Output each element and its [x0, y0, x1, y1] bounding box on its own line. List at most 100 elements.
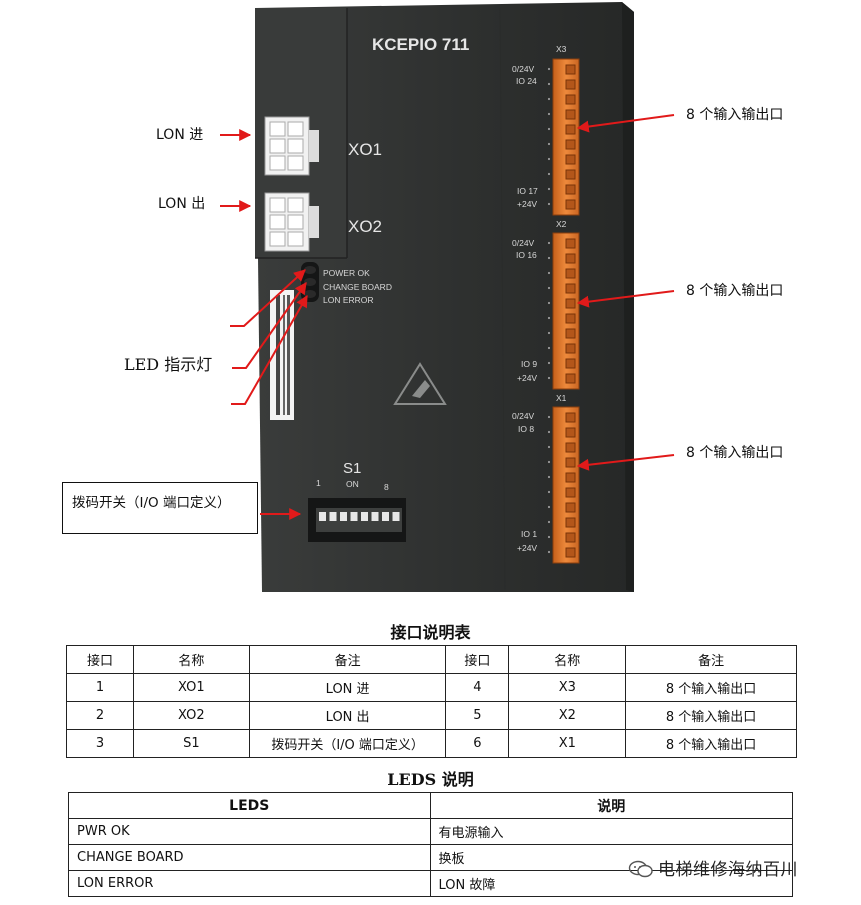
- terminal-dot: [547, 112, 551, 116]
- terminal-pin: [565, 139, 576, 150]
- terminal-pin: [565, 124, 576, 135]
- terminal-dot: [547, 127, 551, 131]
- table-row: CHANGE BOARD 换板: [68, 844, 794, 871]
- table-cell: 换板: [429, 844, 794, 871]
- ports-table: 接口 名称 备注 接口 名称 备注 1 XO1 LON 进 4 X3 8 个输入…: [66, 645, 797, 758]
- dip-key: [319, 512, 326, 521]
- terminal-dot: [547, 460, 551, 464]
- device-model: KCEPIO 711: [372, 35, 469, 54]
- dip-key: [392, 512, 400, 521]
- table-cell: LON ERROR: [68, 870, 431, 897]
- terminal-pin: [565, 64, 576, 75]
- ports-header-note-2: 备注: [625, 645, 797, 674]
- ports-header-row: 接口 名称 备注 接口 名称 备注: [66, 645, 797, 674]
- callout-io-x1: 8 个输入输出口: [686, 445, 784, 461]
- terminal-dot: [547, 415, 551, 419]
- terminal-dot: [547, 286, 551, 290]
- terminal-pin: [565, 283, 576, 294]
- terminal-pin: [565, 547, 576, 558]
- terminal-dot: [547, 535, 551, 539]
- connector-xo2: [264, 192, 319, 252]
- leds-header-row: LEDS 说明: [68, 792, 794, 819]
- table-cell: 8 个输入输出口: [625, 673, 797, 702]
- table-cell: 2: [66, 701, 134, 730]
- terminal-dot: [547, 301, 551, 305]
- terminal-dot: [547, 241, 551, 245]
- terminal-dot: [547, 271, 551, 275]
- terminal-dot: [547, 475, 551, 479]
- table-cell: X2: [508, 701, 627, 730]
- x3-top-label-1: 0/24V: [512, 64, 535, 74]
- terminal-pin: [565, 442, 576, 453]
- xo2-label: XO2: [348, 217, 382, 236]
- callout-led-indicator: LED 指示灯: [124, 355, 213, 374]
- terminal-pin: [565, 253, 576, 264]
- x1-bottom-label-2: +24V: [517, 543, 537, 553]
- ports-header-port: 接口: [66, 645, 134, 674]
- terminal-pin: [565, 487, 576, 498]
- table-cell: LON 出: [248, 701, 447, 730]
- x2-top-label-1: 0/24V: [512, 238, 535, 248]
- table-cell: CHANGE BOARD: [68, 844, 431, 871]
- watermark-text: 电梯维修海纳百川: [658, 860, 798, 880]
- x1-header: X1: [556, 393, 567, 403]
- terminal-dot: [547, 187, 551, 191]
- terminal-pin: [565, 154, 576, 165]
- table-cell: 拨码开关（I/O 端口定义）: [248, 729, 447, 758]
- ports-header-name: 名称: [132, 645, 250, 674]
- terminal-pin: [565, 328, 576, 339]
- terminal-dot: [547, 505, 551, 509]
- x2-bottom-label-1: IO 9: [521, 359, 537, 369]
- wechat-icon: [628, 860, 653, 878]
- xo1-label: XO1: [348, 140, 382, 159]
- dip-switch-keys: [319, 512, 400, 521]
- esd-warning-icon: [393, 362, 447, 405]
- terminal-dot: [547, 346, 551, 350]
- ports-header-port-2: 接口: [445, 645, 510, 674]
- terminal-pin: [565, 502, 576, 513]
- x2-bottom-label-2: +24V: [517, 373, 537, 383]
- table-cell: X3: [508, 673, 627, 702]
- terminal-dot: [547, 202, 551, 206]
- terminal-dot: [547, 550, 551, 554]
- x3-bottom-label-2: +24V: [517, 199, 537, 209]
- terminal-dot: [547, 490, 551, 494]
- table-row: 2 XO2 LON 出 5 X2 8 个输入输出口: [66, 701, 797, 730]
- table-cell: 5: [445, 701, 510, 730]
- leds-header-leds: LEDS: [68, 792, 431, 819]
- x1-bottom-label-1: IO 1: [521, 529, 537, 539]
- terminal-pin: [565, 343, 576, 354]
- switch-right-label: 8: [384, 482, 389, 492]
- table-cell: S1: [132, 729, 250, 758]
- terminal-pin: [565, 373, 576, 384]
- terminal-dot: [547, 97, 551, 101]
- terminal-dot: [547, 256, 551, 260]
- table-cell: XO1: [132, 673, 250, 702]
- dip-key: [329, 512, 337, 521]
- terminal-dot: [547, 430, 551, 434]
- callout-io-x3: 8 个输入输出口: [686, 107, 784, 123]
- led-lon-error-label: LON ERROR: [323, 295, 374, 305]
- terminal-dot: [547, 361, 551, 365]
- terminal-pin: [565, 472, 576, 483]
- ports-table-title: 接口说明表: [390, 623, 471, 642]
- switch-name: S1: [343, 460, 361, 477]
- terminal-dot: [547, 157, 551, 161]
- table-cell: 6: [445, 729, 510, 758]
- dip-key: [340, 512, 347, 521]
- x1-top-label-2: IO 8: [518, 424, 534, 434]
- terminal-pin: [565, 532, 576, 543]
- x2-top-label-2: IO 16: [516, 250, 537, 260]
- terminal-pin: [565, 268, 576, 279]
- terminal-pin: [565, 79, 576, 90]
- terminal-pin: [565, 313, 576, 324]
- terminal-pin: [565, 457, 576, 468]
- dip-key: [382, 512, 389, 521]
- ports-header-name-2: 名称: [508, 645, 627, 674]
- device-photo: KCEPIO 711 XO1 XO2 POWER OK CHANGE BOARD…: [220, 2, 675, 592]
- leds-table-title: LEDS 说明: [387, 770, 474, 789]
- terminal-dot: [547, 142, 551, 146]
- x3-header: X3: [556, 44, 567, 54]
- terminal-dot: [547, 316, 551, 320]
- table-cell: 1: [66, 673, 134, 702]
